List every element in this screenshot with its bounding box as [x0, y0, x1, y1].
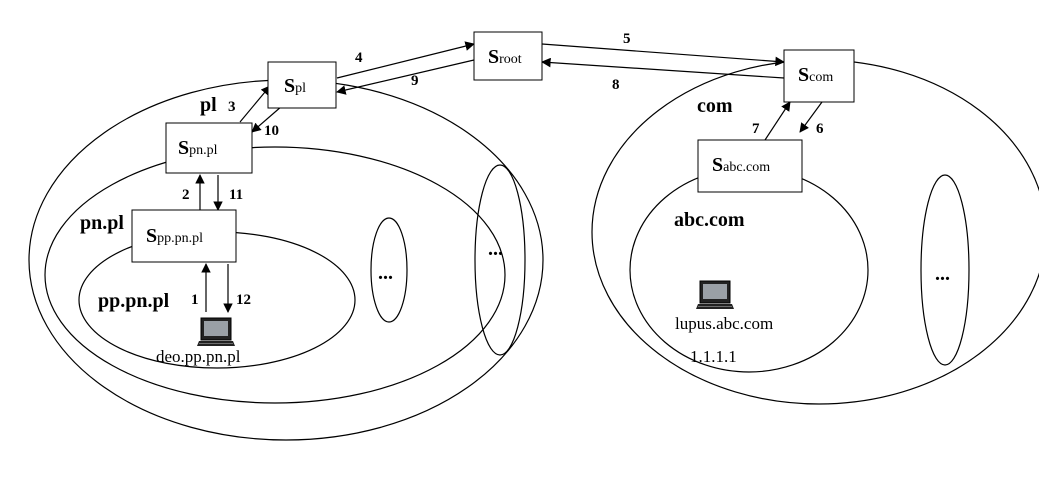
subdomain-ellipsis-ellipse-3 [920, 174, 970, 366]
arrow-step-10 [251, 105, 283, 133]
domain-label-pnpl: pn.pl [80, 212, 124, 234]
domain-pnpl-ellipse [44, 146, 506, 404]
server-pl-box: Spl [267, 61, 337, 109]
domain-label-abccom: abc.com [674, 209, 745, 231]
server-abccom-box: Sabc.com [697, 139, 803, 193]
arrow-step-9 [336, 59, 475, 95]
step-label-10: 10 [264, 123, 279, 139]
arrow-step-7 [764, 101, 791, 141]
svg-text:Scom: Scom [798, 64, 833, 86]
svg-text:Sroot: Sroot [488, 46, 522, 68]
step-label-3: 3 [228, 99, 236, 115]
domain-label-pl: pl [200, 94, 217, 116]
domain-label-pppnpl: pp.pn.pl [98, 290, 170, 312]
step-label-7: 7 [752, 121, 760, 137]
computer-icon [696, 280, 734, 309]
step-label-6: 6 [816, 121, 824, 137]
server-com-box: Scom [783, 49, 855, 103]
step-label-4: 4 [355, 50, 363, 66]
host-label-deo: deo.pp.pn.pl [156, 347, 241, 366]
svg-text:Spl: Spl [284, 75, 306, 97]
domain-abccom-ellipse [629, 167, 869, 373]
svg-text:Sabc.com: Sabc.com [712, 154, 770, 176]
step-label-5: 5 [623, 31, 631, 47]
step-label-9: 9 [411, 73, 419, 89]
domain-label-com: com [697, 95, 733, 117]
step-label-11: 11 [229, 187, 243, 203]
svg-text:Spp.pn.pl: Spp.pn.pl [146, 225, 203, 247]
arrow-step-6 [799, 101, 823, 133]
step-label-12: 12 [236, 292, 251, 308]
arrow-step-5 [541, 43, 785, 67]
step-label-1: 1 [191, 292, 199, 308]
host-ip-lupus: 1.1.1.1 [690, 347, 737, 366]
step-label-8: 8 [612, 77, 620, 93]
ellipsis-label-1: ... [378, 262, 393, 284]
step-label-2: 2 [182, 187, 190, 203]
arrow-step-3 [239, 85, 271, 123]
ellipsis-label-2: ... [488, 238, 503, 260]
host-label-lupus: lupus.abc.com [675, 314, 773, 333]
arrow-step-8 [541, 57, 785, 79]
server-root-box: Sroot [473, 31, 543, 81]
server-pnpl-box: Spn.pl [165, 122, 253, 174]
arrow-step-4 [336, 41, 475, 79]
subdomain-ellipsis-ellipse-2 [474, 164, 526, 356]
ellipsis-label-3: ... [935, 263, 950, 285]
subdomain-ellipsis-ellipse-1 [370, 217, 408, 323]
computer-icon [197, 317, 235, 346]
svg-text:Spn.pl: Spn.pl [178, 137, 218, 159]
server-pppnpl-box: Spp.pn.pl [131, 209, 237, 263]
